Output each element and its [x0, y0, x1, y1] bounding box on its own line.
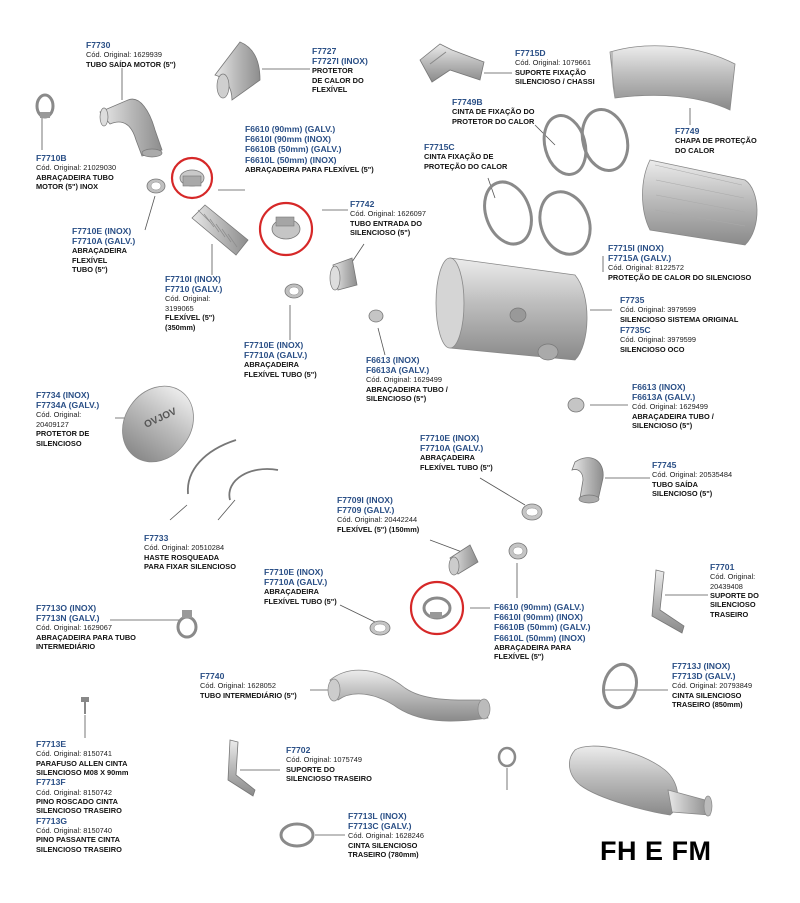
part-abracadeira-flexivel-low [422, 596, 452, 620]
part-abracadeira-flexivel-a [146, 178, 166, 194]
part-silencioso [435, 257, 588, 361]
label-f7715d: F7715D Cód. Original: 1079661 SUPORTE FI… [515, 48, 595, 87]
part-cinta-fixacao-protecao [483, 180, 592, 256]
label-f7710e-d: F7710E (INOX) F7710A (GALV.) ABRAÇADEIRA… [264, 567, 337, 606]
part-protecao-calor-silencioso [642, 159, 758, 246]
label-f7715c: F7715C CINTA FIXAÇÃO DE PROTEÇÃO DO CALO… [424, 142, 508, 171]
part-flexivel-350mm [191, 204, 249, 256]
label-f7709: F7709I (INOX) F7709 (GALV.) Cód. Origina… [337, 495, 420, 534]
part-haste-rosqueada [187, 439, 279, 501]
part-tubo-entrada-silencioso [329, 257, 358, 291]
part-chapa-protecao-calor [609, 45, 736, 111]
part-abracadeira-flexivel-b [284, 283, 304, 299]
part-flexivel-150mm [448, 544, 479, 576]
part-protetor-calor-flexivel [214, 41, 261, 101]
leader-lines [41, 68, 708, 836]
label-f7710e-a: F7710E (INOX) F7710A (GALV.) ABRAÇADEIRA… [72, 226, 136, 275]
part-abracadeira-flexivel-e [369, 620, 391, 636]
part-cinta-silencioso-850 [602, 662, 638, 710]
label-f7734: F7734 (INOX) F7734A (GALV.) Cód. Origina… [36, 390, 100, 448]
label-f6610-low: F6610 (90mm) (GALV.) F6610I (90mm) (INOX… [494, 602, 591, 662]
label-f7742: F7742 Cód. Original: 1626097 TUBO ENTRAD… [350, 199, 427, 238]
part-abracadeira-pequena-baixo [497, 746, 517, 768]
label-f7713o: F7713O (INOX) F7713N (GALV.) Cód. Origin… [36, 603, 136, 652]
part-suporte-silencioso-traseiro [651, 569, 685, 634]
label-f7713e: F7713E Cód. Original: 8150741 PARAFUSO A… [36, 739, 129, 854]
label-f7713j: F7713J (INOX) F7713D (GALV.) Cód. Origin… [672, 661, 753, 710]
label-f7702: F7702 Cód. Original: 1075749 SUPORTE DO … [286, 745, 372, 784]
label-f7710e-c: F7710E (INOX) F7710A (GALV.) ABRAÇADEIRA… [420, 433, 493, 472]
label-f7749: F7749 CHAPA DE PROTEÇÃO DO CALOR [675, 126, 757, 155]
part-tubo-intermediario [327, 669, 491, 722]
label-f7710i: F7710I (INOX) F7710 (GALV.) Cód. Origina… [165, 274, 223, 332]
part-protetor-silencioso: OVJOV [122, 385, 194, 463]
part-cinta-silencioso-780 [279, 822, 315, 848]
part-cinta-fixacao-protetor [542, 108, 630, 176]
label-f7727: F7727 F7727I (INOX) PROTETOR DE CALOR DO… [312, 46, 368, 95]
label-f7745: F7745 Cód. Original: 20535484 TUBO SAÍDA… [652, 460, 733, 499]
part-abracadeira-flexivel-c [521, 503, 543, 521]
label-f7733: F7733 Cód. Original: 20510284 HASTE ROSQ… [144, 533, 236, 572]
label-f7740: F7740 Cód. Original: 1628052 TUBO INTERM… [200, 671, 297, 700]
label-f6610-top: F6610 (90mm) (GALV.) F6610I (90mm (INOX)… [245, 124, 374, 174]
part-abracadeira-tubo-silencioso-b [567, 397, 585, 413]
label-f7715i: F7715I (INOX) F7715A (GALV.) Cód. Origin… [608, 243, 752, 282]
part-abracadeira-flexivel-mid [271, 216, 301, 240]
part-abracadeira-tubo-motor [35, 93, 55, 119]
label-f7735: F7735 Cód. Original: 3979599 SILENCIOSO … [620, 295, 739, 324]
label-f7710e-b: F7710E (INOX) F7710A (GALV.) ABRAÇADEIRA… [244, 340, 317, 379]
part-tubo-saida-silencioso [571, 457, 604, 504]
part-tube-saida-motor [99, 98, 163, 158]
part-abracadeira-flexivel-d [508, 542, 528, 560]
label-f7735c: F7735C Cód. Original: 3979599 SILENCIOSO… [620, 325, 697, 354]
part-parafuso-allen [81, 697, 89, 714]
part-suporte-silencioso [227, 739, 256, 797]
model-title: FH E FM [600, 836, 712, 866]
label-f7701: F7701 Cód. Original: 20439408 SUPORTE DO… [710, 562, 759, 619]
label-f7749b: F7749B CINTA DE FIXAÇÃO DO PROTETOR DO C… [452, 97, 535, 126]
part-abracadeira-flexivel-top [179, 169, 205, 187]
part-abracadeira-tubo-intermediario [176, 610, 198, 639]
part-silencioso-traseiro [569, 745, 713, 817]
part-suporte-fixacao-silencioso [419, 43, 485, 83]
part-abracadeira-tubo-silencioso-a [368, 309, 384, 323]
label-f6613-a: F6613 (INOX) F6613A (GALV.) Cód. Origina… [366, 355, 448, 404]
label-f7713l: F7713L (INOX) F7713C (GALV.) Cód. Origin… [348, 811, 425, 860]
label-f7730: F7730 Cód. Original: 1629939 TUBO SAÍDA … [86, 40, 176, 69]
label-f7710b: F7710B Cód. Original: 21029030 ABRAÇADEI… [36, 153, 117, 192]
highlight-circles [170, 156, 465, 636]
label-f6613-b: F6613 (INOX) F6613A (GALV.) Cód. Origina… [632, 382, 714, 431]
